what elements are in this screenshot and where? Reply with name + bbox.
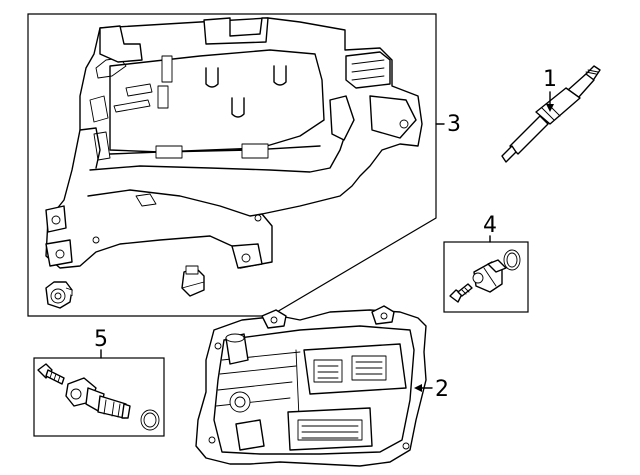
tray-nut[interactable] [181,265,205,297]
callout-5[interactable]: 5 [94,327,108,352]
sensor-o-ring[interactable] [503,249,521,271]
tray-part[interactable] [45,17,423,269]
sensor-kit-box [443,241,529,313]
leader-2-arrow [414,384,422,392]
position-sensor-kit-box [33,357,165,437]
callout-1[interactable]: 1 [543,67,557,92]
control-module-part[interactable] [195,305,427,467]
position-sensor-bolt[interactable] [37,363,65,385]
leader-1-arrow [546,104,554,112]
callout-4[interactable]: 4 [483,213,497,238]
tray-group-box [27,13,437,317]
glow-plug-part[interactable] [501,65,601,163]
callout-3[interactable]: 3 [447,112,461,137]
sensor-bolt[interactable] [449,283,473,303]
position-sensor-o-ring[interactable] [140,409,160,431]
callout-2[interactable]: 2 [435,377,449,402]
tray-bolt[interactable] [45,281,73,309]
sensor-part[interactable] [472,259,507,293]
position-sensor-part[interactable] [65,377,131,419]
